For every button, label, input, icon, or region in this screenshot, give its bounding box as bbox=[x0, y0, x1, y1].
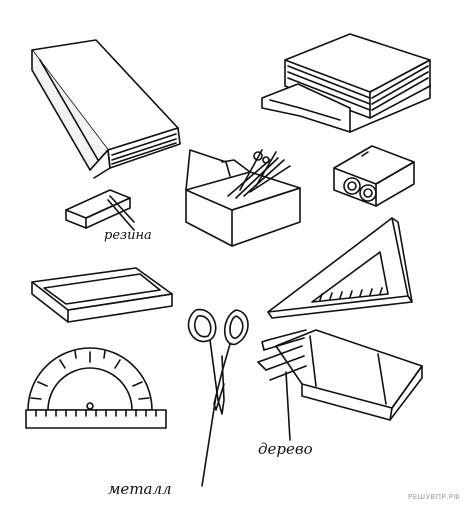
wood-leader-line bbox=[285, 371, 291, 441]
pencil-sharpener-icon bbox=[333, 145, 415, 207]
watermark: РЕШУВПР.РФ bbox=[408, 493, 461, 501]
triangle-ruler-icon bbox=[267, 217, 413, 319]
protractor-icon bbox=[25, 347, 167, 429]
eraser-icon bbox=[65, 189, 135, 229]
paper-tray-icon bbox=[261, 33, 431, 133]
metal-leader-line bbox=[201, 395, 217, 487]
pencil-case-icon bbox=[31, 267, 173, 323]
scissors-icon bbox=[187, 309, 249, 415]
book-icon bbox=[31, 39, 181, 179]
metal-label: металл bbox=[108, 480, 172, 498]
colored-pencils-icon bbox=[257, 329, 423, 421]
wood-label: дерево bbox=[258, 440, 313, 458]
eraser-leader-line bbox=[107, 199, 135, 231]
pencil-box-icon bbox=[185, 149, 301, 247]
label-leader-lines bbox=[107, 199, 291, 487]
eraser-label: резина bbox=[104, 228, 152, 243]
